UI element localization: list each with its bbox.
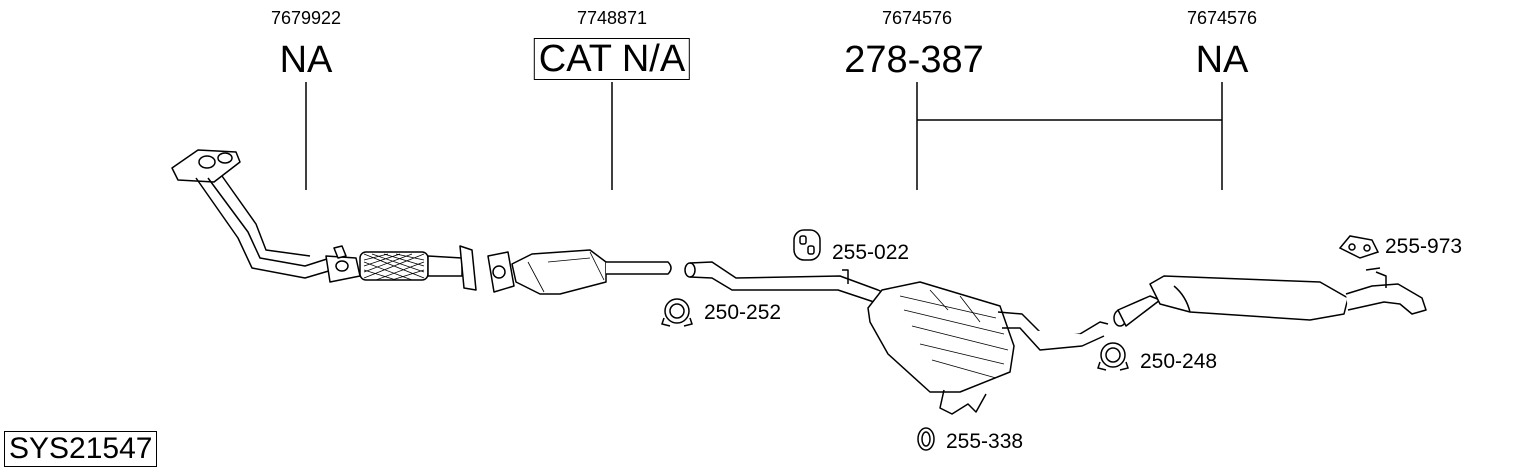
front-pipe-part-label: NA [279,39,333,81]
part-code-255-973: 255-973 [1385,235,1463,258]
part-code-255-338: 255-338 [946,430,1024,453]
rubber-hanger-icon [793,229,821,261]
catalyst-part-label: CAT N/A [533,38,691,80]
rubber-ring-icon [917,427,935,451]
catalyst-part [487,249,672,295]
part-code-250-248: 250-248 [1140,350,1218,373]
part-code-250-252: 250-252 [704,301,782,324]
rear-silencer-ref-number: 7674576 [1186,8,1258,28]
catalyst-ref-number: 7748871 [576,8,648,28]
pipe-clamp-icon-250-248 [1097,342,1129,371]
rear-silencer-part [1113,267,1427,327]
front-pipe-ref-number: 7679922 [270,8,342,28]
middle-silencer-ref-number: 7674576 [881,8,953,28]
front-pipe-part [171,149,477,291]
mounting-bracket-icon [1338,235,1380,259]
pipe-clamp-icon-250-252 [661,298,693,327]
rear-silencer-part-label: NA [1195,39,1249,81]
middle-silencer-part-label: 278-387 [844,39,984,81]
part-code-255-022: 255-022 [832,241,910,264]
system-code-label: SYS21547 [4,431,158,467]
middle-silencer-part [684,261,1109,415]
